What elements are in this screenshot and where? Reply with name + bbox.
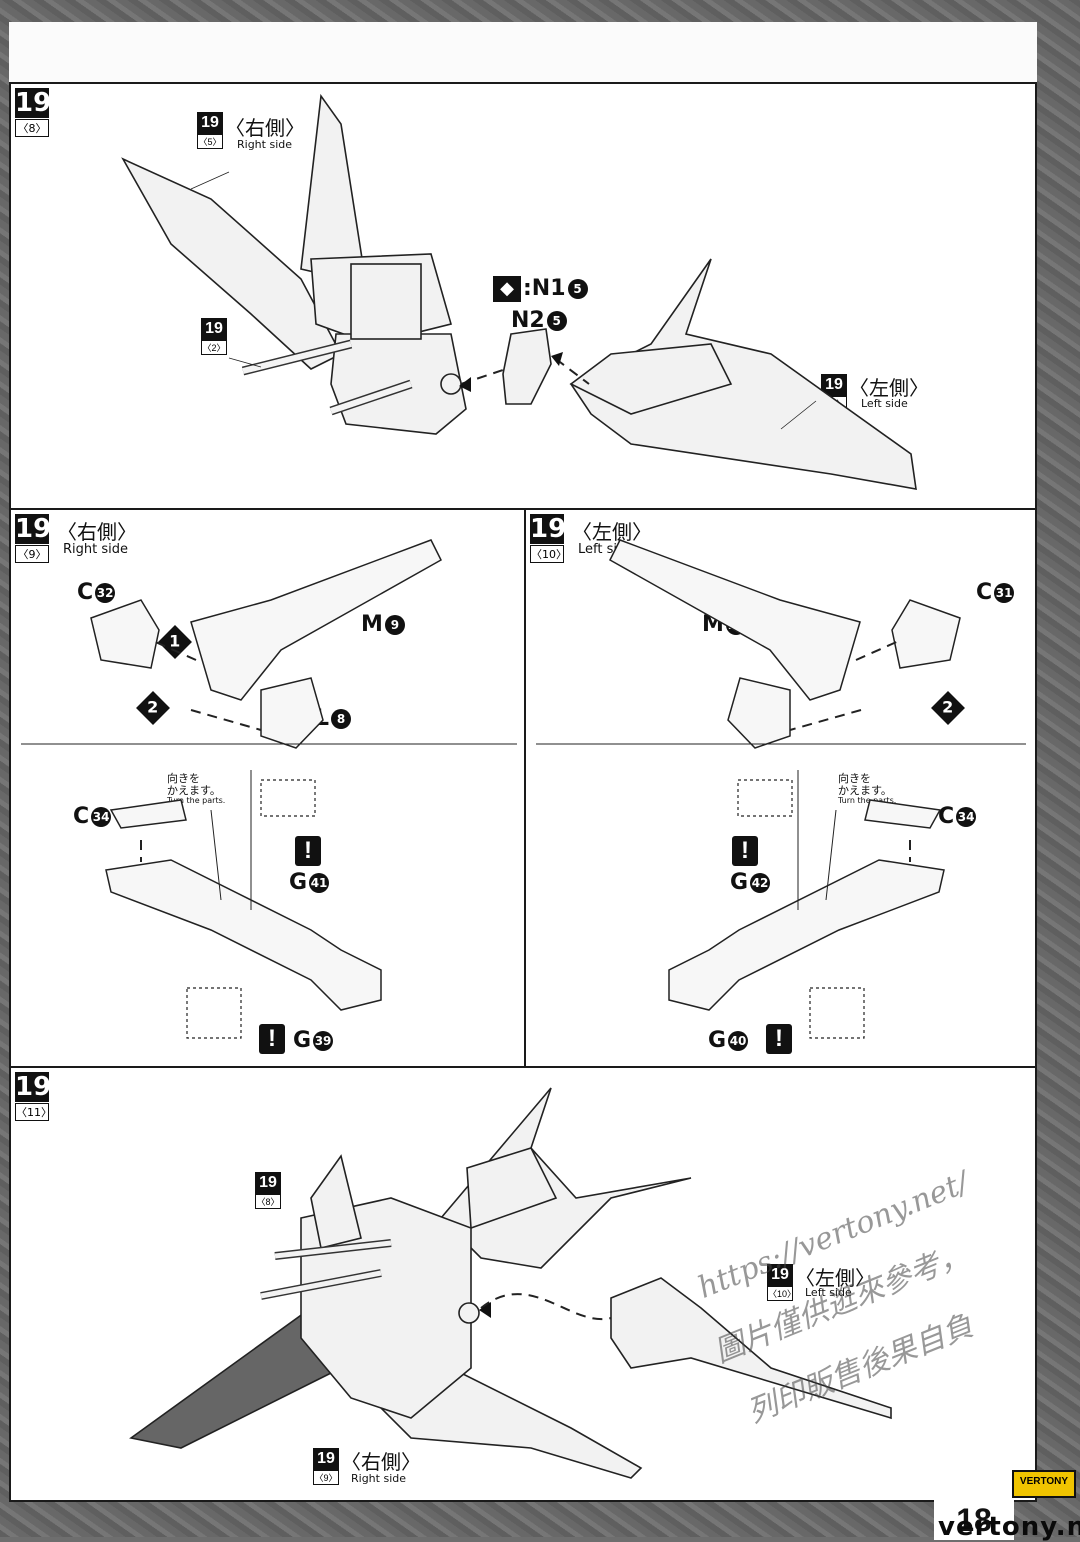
instruction-sheet: 19 〈8〉 19 〈5〉 〈右側〉 Right side 19 〈2〉 19 … <box>9 22 1037 1502</box>
swap-icon: ◆ <box>493 276 521 302</box>
note-en: Turn the parts. <box>838 796 897 805</box>
ref-step: 19 <box>201 318 227 340</box>
assembled-wing-drawing <box>129 1087 892 1479</box>
wing-pack-drawing <box>121 93 917 490</box>
ref-sub: 〈9〉 <box>313 1470 339 1485</box>
ref-step: 19 <box>821 374 847 396</box>
label-right-side-en: Right side <box>351 1472 406 1485</box>
ref-center: 19 〈2〉 <box>201 318 227 355</box>
step-number: 19 <box>15 1072 52 1102</box>
right-wing-drawing <box>21 539 517 1111</box>
label-en: Right side <box>63 542 128 557</box>
label-left-side-jp: 〈左側〉 <box>795 1266 875 1290</box>
note-jp-1: 向きを <box>167 772 200 785</box>
site-url: vertony.net <box>938 1512 1080 1542</box>
label-left-side-jp: 〈左側〉 <box>849 376 929 400</box>
ref-sub: 〈5〉 <box>197 134 223 149</box>
ref-sub: 〈8〉 <box>255 1194 281 1209</box>
note-en: Turn the parts. <box>167 796 226 805</box>
step-number: 19 <box>530 514 567 544</box>
note-jp-2: かえます。 <box>167 784 221 797</box>
page-number: 18 <box>934 1500 1014 1540</box>
ref-right-side: 19 〈9〉 <box>313 1448 339 1485</box>
step-substep: 〈8〉 <box>15 119 49 137</box>
label-left-side-en: Left side <box>861 397 908 410</box>
step-number: 19 <box>15 514 52 544</box>
label-jp: 〈右側〉 <box>57 520 137 544</box>
warning-icon: ! <box>295 836 321 866</box>
label-jp: 〈左側〉 <box>572 520 652 544</box>
site-logo: VERTONY <box>1012 1470 1076 1498</box>
ref-top: 19 〈8〉 <box>255 1172 281 1209</box>
step-substep: 〈10〉 <box>530 545 567 563</box>
step-substep: 〈9〉 <box>15 545 49 563</box>
ref-sub: 〈2〉 <box>201 340 227 355</box>
ref-step: 19 <box>767 1264 793 1286</box>
warning-icon: ! <box>732 836 758 866</box>
panel-step-19-8: 19 〈8〉 19 〈5〉 〈右側〉 Right side 19 〈2〉 19 … <box>9 82 1037 510</box>
warning-icon: ! <box>259 1024 285 1054</box>
note-jp-2: かえます。 <box>838 784 892 797</box>
warning-icon: ! <box>766 1024 792 1054</box>
label-right-side-en: Right side <box>237 138 292 151</box>
panel-step-19-11: 19 〈11〉 19 〈8〉 19 〈10〉 〈左側〉 Left side 19… <box>9 1066 1037 1502</box>
left-wing-drawing <box>536 539 1026 1039</box>
label-right-side-jp: 〈右側〉 <box>225 116 305 140</box>
ref-right-side: 19 〈5〉 <box>197 112 223 149</box>
ref-step: 19 <box>313 1448 339 1470</box>
note-jp-1: 向きを <box>838 772 871 785</box>
step-number: 19 <box>15 88 52 118</box>
label-right-side-jp: 〈右側〉 <box>341 1450 421 1474</box>
label-left-side-en: Left side <box>805 1286 852 1299</box>
ref-step: 19 <box>255 1172 281 1194</box>
panel-step-19-10: 19 〈10〉 〈左側〉 Left side C31 M10 L7 C34 G4… <box>524 508 1037 1068</box>
ref-left-side: 19 〈10〉 <box>767 1264 796 1301</box>
step-substep: 〈11〉 <box>15 1103 52 1121</box>
panel-step-19-9: 19 〈9〉 〈右側〉 Right side C32 M9 L8 C34 G41… <box>9 508 526 1111</box>
ref-step: 19 <box>197 112 223 134</box>
ref-sub: 〈10〉 <box>767 1286 796 1301</box>
